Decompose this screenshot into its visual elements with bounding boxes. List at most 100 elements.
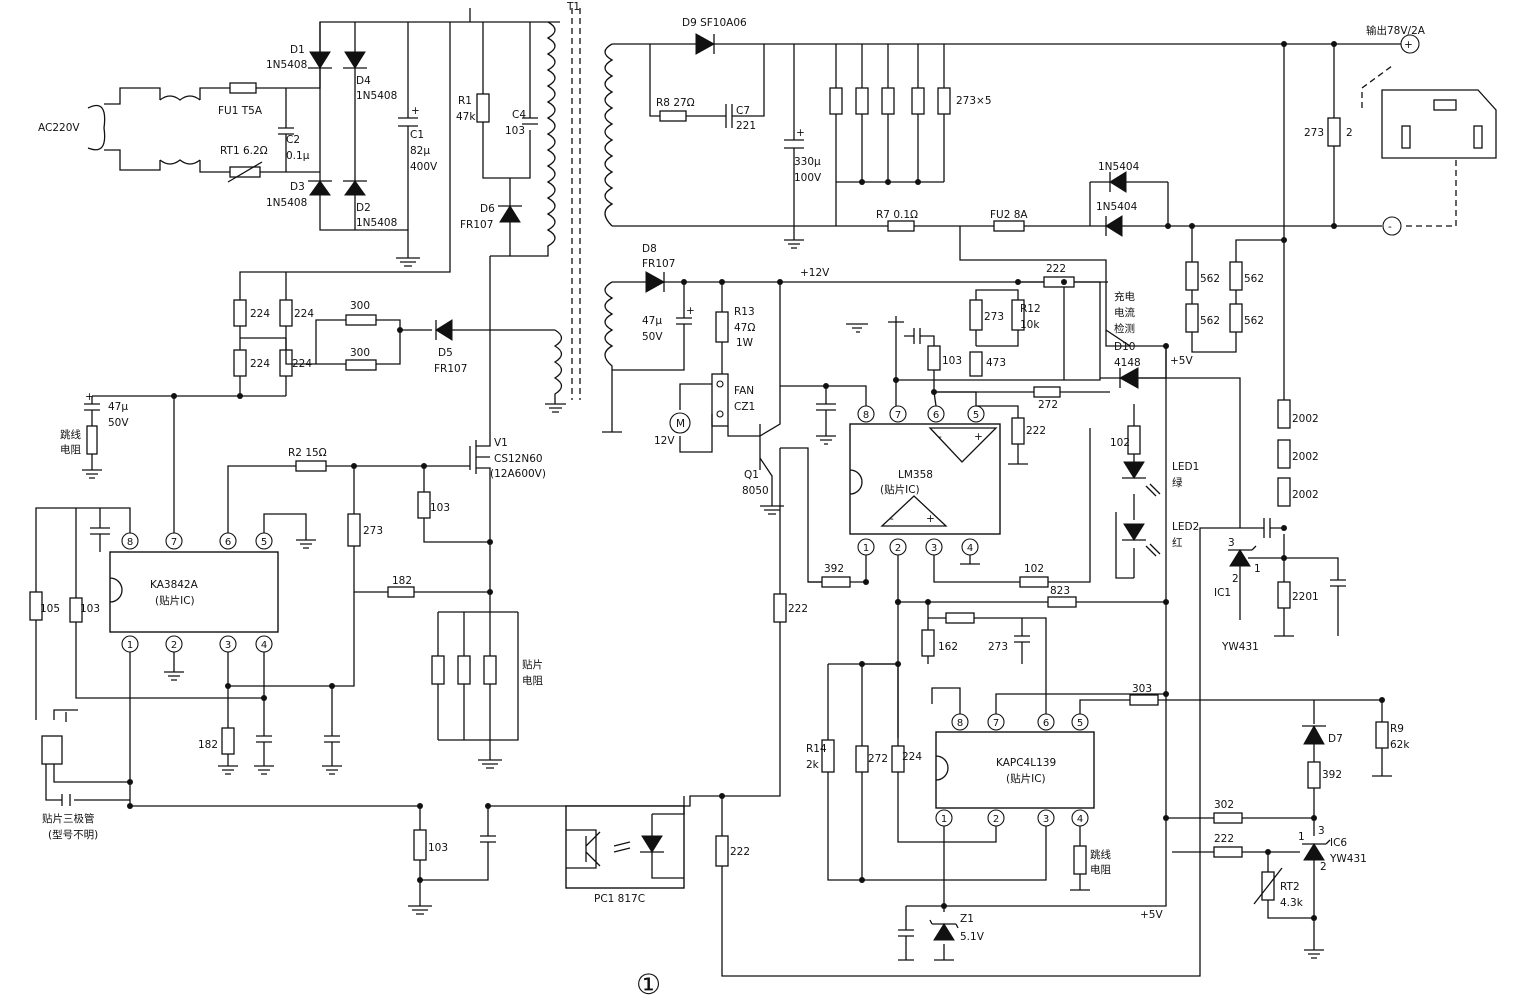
fuse-fu2: [993, 220, 1025, 232]
svg-text:8: 8: [863, 410, 869, 421]
resistor-r14: [821, 739, 835, 773]
smd-transistor: [41, 735, 63, 765]
ka3842-type: (贴片IC): [155, 594, 195, 607]
r273-label-a: 273: [363, 525, 383, 537]
svg-text:8: 8: [957, 718, 963, 729]
resistor-224-c: [233, 349, 247, 377]
diode-d5: [435, 319, 453, 341]
resistor-r8: [659, 110, 687, 122]
r224-label-a: 224: [250, 308, 270, 320]
c7-value: 221: [736, 120, 756, 132]
charge-label-1: 充电: [1114, 290, 1136, 303]
led2-color: 红: [1172, 536, 1183, 549]
svg-text:2: 2: [171, 640, 177, 651]
ac-plug-icon: [87, 104, 106, 151]
jumper-resistor: [86, 425, 98, 455]
d3-label: D3: [290, 181, 305, 193]
r562-label-a: 562: [1200, 273, 1220, 285]
pc1-label: PC1 817C: [594, 893, 645, 905]
figure-number: ①: [636, 968, 661, 1000]
svg-text:7: 7: [171, 537, 177, 548]
output-minus-terminal: [1382, 216, 1402, 236]
svg-text:5: 5: [973, 410, 979, 421]
ground-icon: [82, 454, 102, 479]
resistor-222-d: [1011, 417, 1025, 445]
svg-text:1: 1: [941, 814, 947, 825]
resistor-222-e: [1213, 846, 1243, 858]
resistor-562-b: [1229, 261, 1243, 291]
resistor-222-c: [1043, 276, 1075, 288]
r222-label-d: 222: [1026, 425, 1046, 437]
resistor-273x5-2: [855, 87, 869, 115]
r224-label-b: 224: [294, 308, 314, 320]
resistor-273x5-3: [881, 87, 895, 115]
svg-text:2: 2: [1320, 861, 1327, 873]
ic-lm358: [849, 423, 1001, 535]
aux12v-winding-icon: [604, 281, 614, 370]
svg-text:+: +: [85, 391, 94, 403]
resistor-r9: [1375, 721, 1389, 749]
r392-label-b: 392: [1322, 769, 1342, 781]
mosfet-v1-icon: [469, 438, 491, 486]
r300-label-b: 300: [350, 347, 370, 359]
output-plus-sign: +: [1404, 39, 1413, 51]
svg-text:1: 1: [863, 543, 869, 554]
ic6-shunt-icon: [1303, 843, 1325, 861]
zener-z1: [933, 923, 955, 941]
resistor-273x5-4: [911, 87, 925, 115]
secondary-winding-icon: [604, 43, 614, 227]
resistor-273x5-1: [829, 87, 843, 115]
motor-label: M: [676, 418, 685, 430]
resistor-103-d: [927, 345, 941, 371]
r2002-label-a: 2002: [1292, 413, 1319, 425]
ka3842-controller: KA3842A (贴片IC) 8 7 6 5 1 2 3 4 105 103 1…: [29, 507, 722, 915]
r103-label-b: 103: [80, 603, 100, 615]
resistor-102-a: [1019, 576, 1049, 588]
charge-label-3: 检测: [1114, 322, 1135, 335]
svg-text:1: 1: [1298, 831, 1305, 843]
svg-text:6: 6: [225, 537, 231, 548]
resistor-2002-c: [1277, 477, 1291, 507]
smd-res-label-1: 贴片: [522, 658, 543, 671]
z1-label: Z1: [960, 913, 974, 925]
diode-d9: [695, 33, 716, 55]
r13-label: R13: [734, 306, 755, 318]
led1-color: 绿: [1172, 476, 1183, 489]
resistor-r1: [476, 93, 490, 123]
secondary-output: D9 SF10A06 R8 27Ω C7 221 + 330μ 100V 273…: [612, 17, 1497, 249]
d8-value: FR107: [642, 258, 675, 270]
r300-label-a: 300: [350, 300, 370, 312]
resistor-222-a: [773, 593, 787, 623]
r2002-label-b: 2002: [1292, 451, 1319, 463]
svg-text:6: 6: [933, 410, 939, 421]
resistor-r7: [887, 220, 915, 232]
resistor-r2: [295, 460, 327, 472]
q1-value: 8050: [742, 485, 769, 497]
r273-label-c: 273: [984, 311, 1004, 323]
resistor-r12: [1011, 299, 1025, 331]
r2002-label-c: 2002: [1292, 489, 1319, 501]
r103-label-d: 103: [942, 355, 962, 367]
resistor-303: [1129, 694, 1159, 706]
bridge-rectifier: D1 1N5408 D4 1N5408 D3 1N5408 D2 1N5408 …: [266, 22, 438, 267]
r272-label: 272: [1038, 399, 1058, 411]
resistor-562-d: [1229, 303, 1243, 333]
r562-label-b: 562: [1244, 273, 1264, 285]
jumper-b-label-2: 电阻: [1090, 863, 1112, 876]
svg-text:1: 1: [1254, 563, 1261, 575]
r562-label-c: 562: [1200, 315, 1220, 327]
led2-icon: [1123, 523, 1145, 541]
resistor-182-b: [221, 727, 235, 755]
r9-label: R9: [1390, 723, 1404, 735]
led-indicator-section: 562 562 562 562 102 LED1 绿 LED2 红: [1110, 44, 1287, 812]
ic-kapc4l139: [935, 731, 1095, 809]
smd-transistor-label-1: 贴片三极管: [42, 812, 95, 825]
fan-motor-icon: [669, 412, 691, 434]
d1-label: D1: [290, 44, 305, 56]
svg-text:+: +: [796, 127, 805, 139]
r162-label: 162: [938, 641, 958, 653]
resistor-105: [29, 591, 43, 621]
diode-1n5404-b: [1105, 215, 1123, 237]
optocoupler-pc1: PC1 817C: [565, 796, 685, 905]
